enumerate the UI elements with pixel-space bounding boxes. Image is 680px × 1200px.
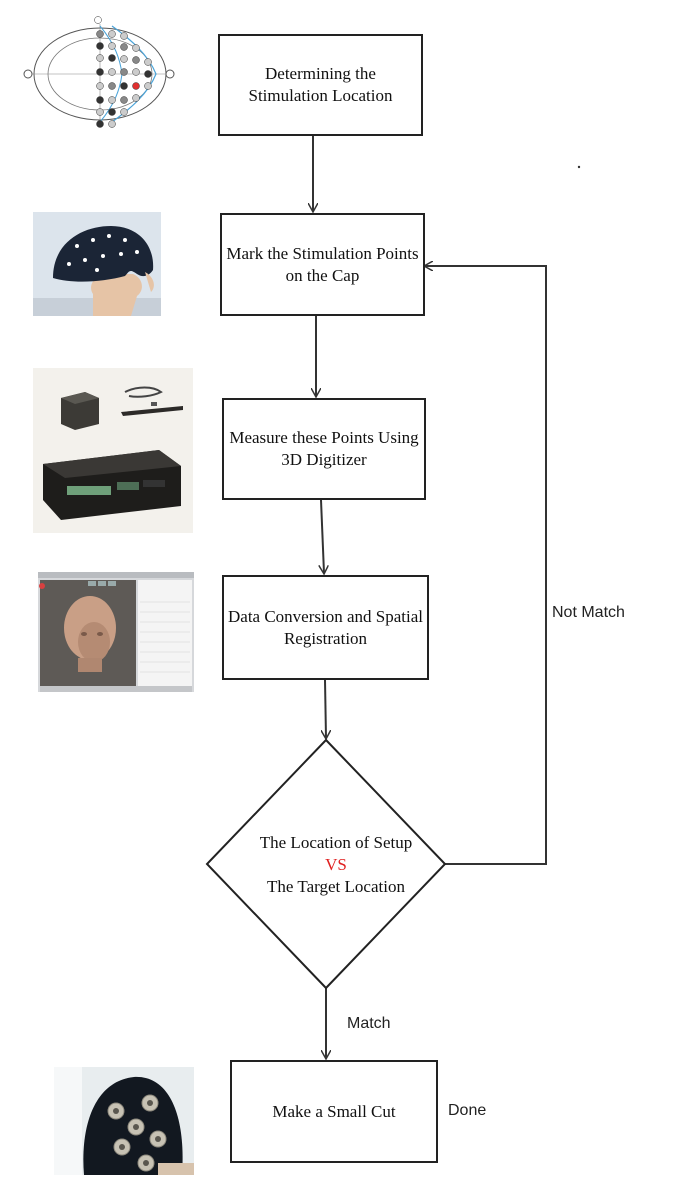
step-text-measure-points: Measure these Points Using 3D Digitizer (228, 427, 420, 471)
label-done: Done (448, 1102, 486, 1120)
decision-vs: VS (236, 854, 436, 876)
arrow-4-decision (325, 680, 326, 738)
cap-on-head-image (33, 212, 161, 316)
step-text-small-cut: Make a Small Cut (272, 1101, 395, 1123)
stray-dot (578, 166, 580, 168)
arrow-3-4 (321, 500, 324, 573)
digitizer-device-image (33, 368, 193, 533)
label-match: Match (347, 1015, 391, 1033)
decision-line2: The Target Location (267, 877, 405, 896)
decision-line1: The Location of Setup (260, 833, 413, 852)
decision-text: The Location of Setup VS The Target Loca… (236, 832, 436, 898)
registration-software-image (38, 572, 194, 692)
step-box-data-conversion: Data Conversion and Spatial Registration (222, 575, 429, 680)
step-box-small-cut: Make a Small Cut (230, 1060, 438, 1163)
step-text-mark-points: Mark the Stimulation Points on the Cap (226, 243, 419, 287)
step-text-determine-location: Determining the Stimulation Location (224, 63, 417, 107)
step-box-determine-location: Determining the Stimulation Location (218, 34, 423, 136)
step-text-data-conversion: Data Conversion and Spatial Registration (228, 606, 423, 650)
label-not-match: Not Match (552, 604, 625, 622)
step-box-mark-points: Mark the Stimulation Points on the Cap (220, 213, 425, 316)
cap-with-electrodes-image (54, 1067, 194, 1175)
eeg-electrode-map-image (20, 14, 180, 134)
step-box-measure-points: Measure these Points Using 3D Digitizer (222, 398, 426, 500)
not-match-loop (425, 266, 546, 864)
